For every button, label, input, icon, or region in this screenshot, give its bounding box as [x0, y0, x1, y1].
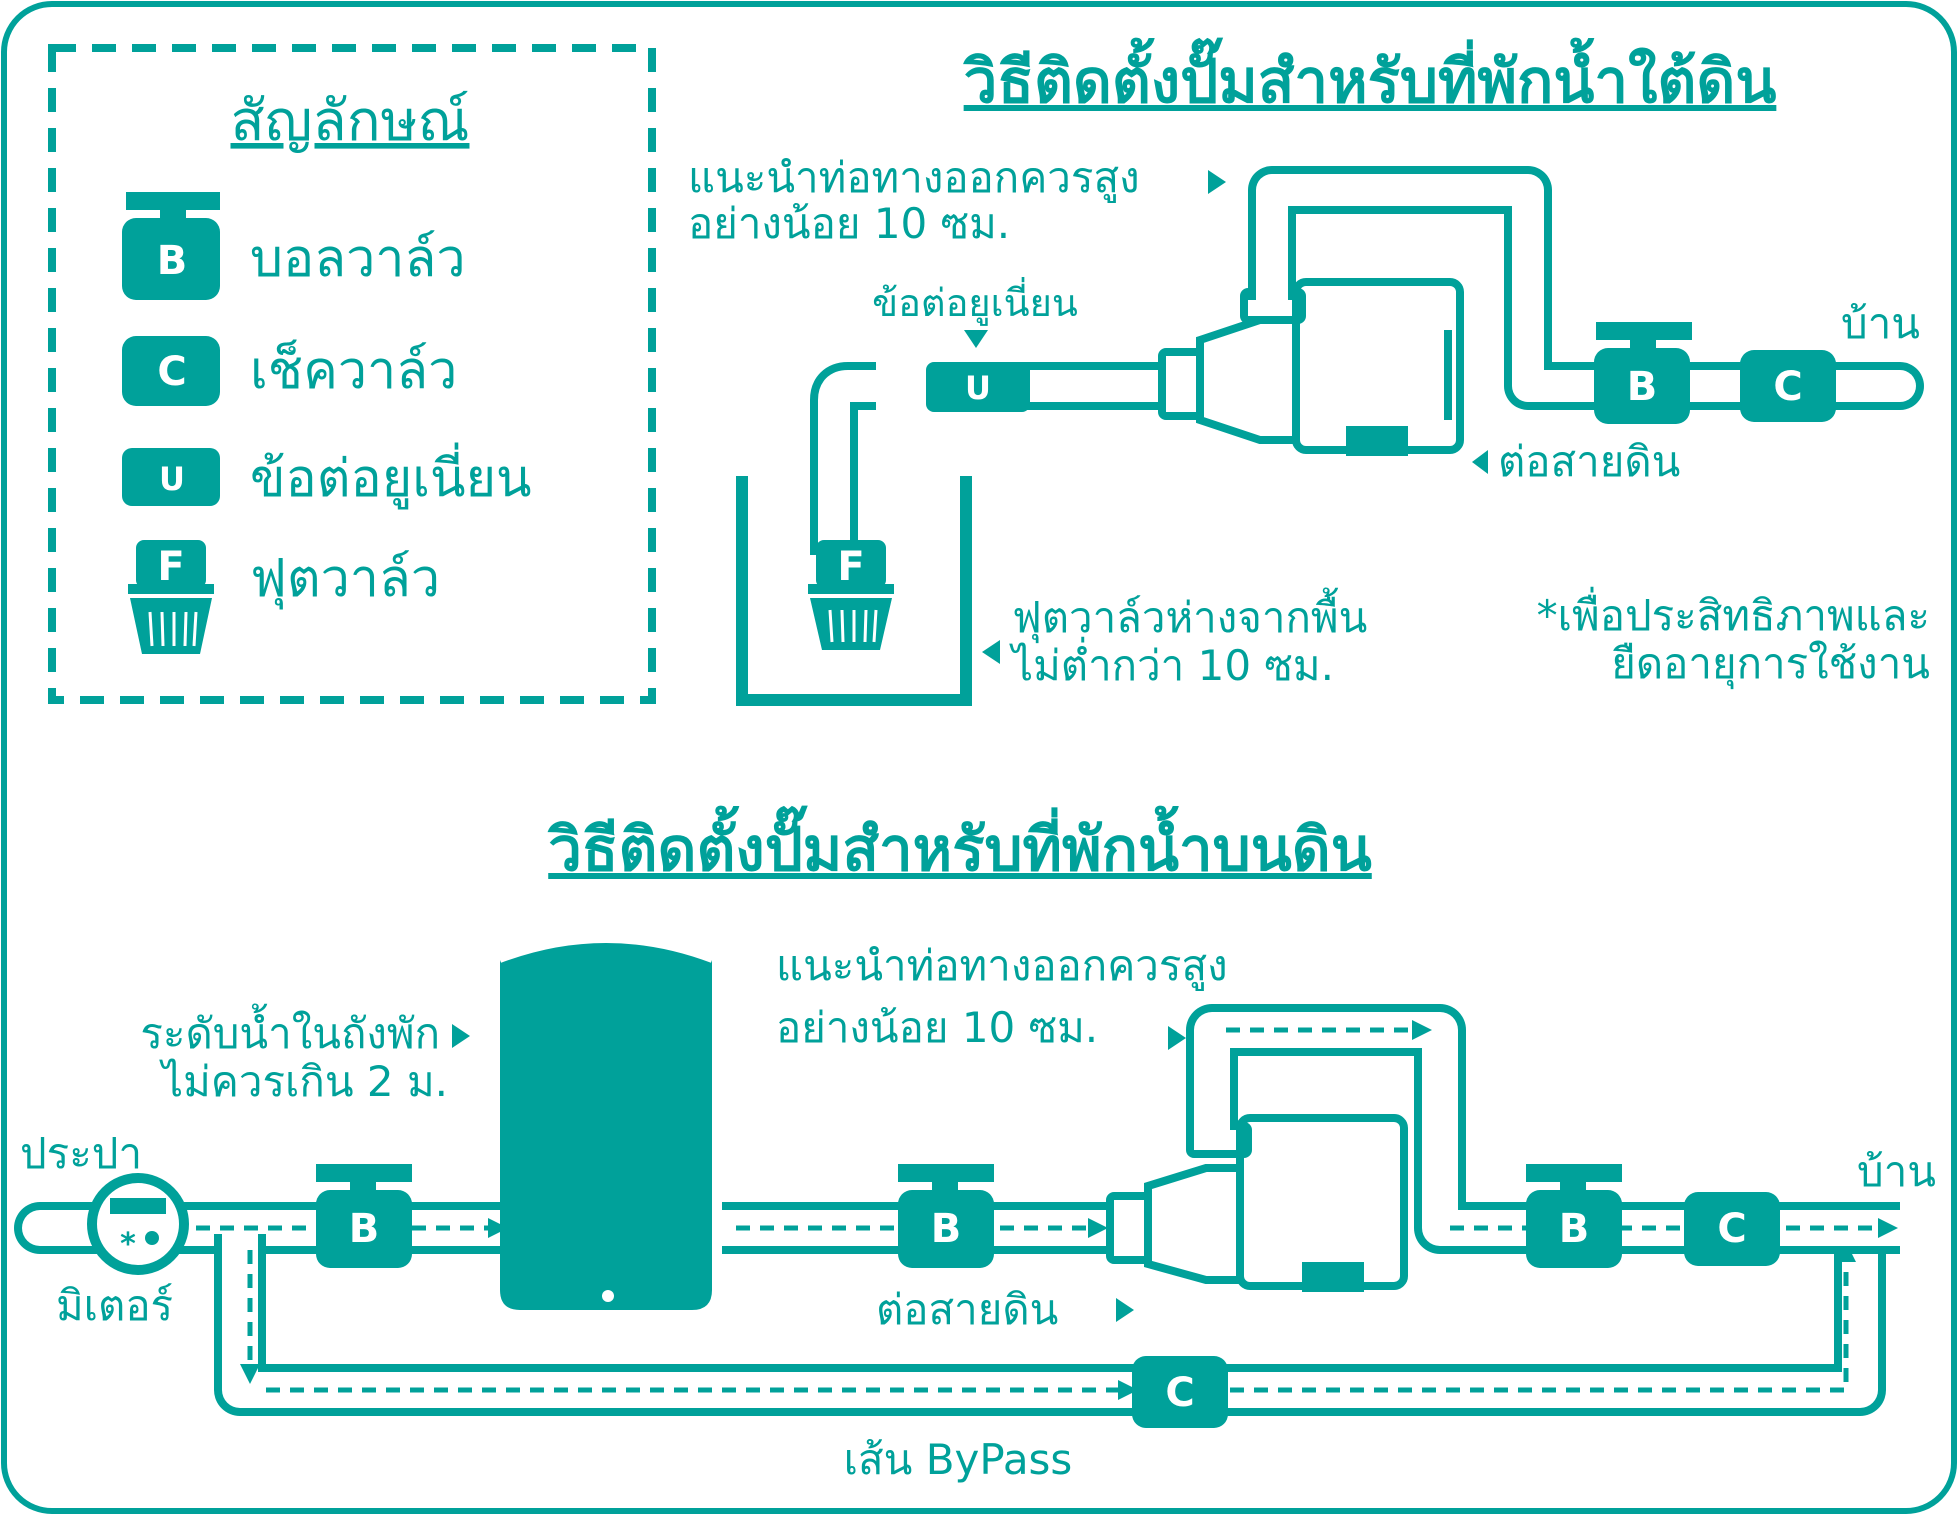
underground-sump	[736, 476, 972, 706]
legend-label-ball-valve: บอลวาล์ว	[250, 229, 466, 289]
aboveground-check-letter-2: C	[1165, 1370, 1194, 1416]
underground-check-letter: C	[1773, 364, 1802, 410]
union-label-arrow	[964, 330, 988, 348]
underground-title: วิธีติดตั้งปั๊มสำหรับที่พักน้ำใต้ดิน	[962, 37, 1776, 117]
legend-title: สัญลักษณ์	[231, 89, 470, 154]
underground-ball-letter: B	[1627, 364, 1658, 410]
water-meter: *	[87, 1173, 189, 1275]
aboveground-title: วิธีติดตั้งปั๊มสำหรับที่พักน้ำบนดิน	[547, 805, 1372, 885]
legend-label-union: ข้อต่อยูเนี่ยน	[250, 442, 532, 510]
tank-note-arrow	[452, 1024, 470, 1048]
aboveground-ball-letter-2: B	[931, 1206, 962, 1252]
aboveground-pump	[1106, 1114, 1408, 1292]
legend-letter-u: U	[159, 460, 185, 498]
aboveground-ball-letter-3: B	[1559, 1206, 1590, 1252]
underground-foot-letter: F	[837, 544, 864, 590]
outlet-note-arrow	[1208, 170, 1226, 194]
legend-label-check-valve: เช็ควาล์ว	[250, 340, 457, 401]
aboveground-check-valve-1: C	[1684, 1192, 1780, 1266]
aboveground-check-letter-1: C	[1717, 1206, 1746, 1252]
aboveground-outlet-arrow	[1168, 1026, 1186, 1050]
underground-pump	[1158, 278, 1464, 456]
aboveground-ground-label: ต่อสายดิน	[876, 1285, 1058, 1334]
tank-note-line2: ไม่ควรเกิน 2 ม.	[159, 1057, 448, 1106]
legend-letter-f: F	[157, 544, 184, 590]
tank-note-line1: ระดับน้ำในถังพัก	[140, 1003, 440, 1058]
underground-outlet-note-line2: อย่างน้อย 10 ซม.	[688, 199, 1010, 248]
legend-letter-b: B	[157, 238, 188, 284]
svg-text:*: *	[120, 1227, 136, 1262]
foot-note-arrow	[982, 640, 1000, 664]
aboveground-outlet-note-line2: อย่างน้อย 10 ซม.	[776, 1003, 1098, 1052]
underground-ball-valve: B	[1594, 322, 1692, 424]
ball-valve-icon: B	[122, 192, 220, 300]
legend-letter-c: C	[157, 349, 186, 395]
aboveground-check-valve-bypass: C	[1132, 1356, 1228, 1428]
underground-home-label: บ้าน	[1841, 299, 1920, 348]
underground-union-letter: U	[965, 369, 991, 407]
foot-note-line2: ไม่ต่ำกว่า 10 ซม.	[1009, 637, 1334, 690]
meter-label: มิเตอร์	[56, 1281, 173, 1330]
aboveground-ball-valve-2: B	[898, 1164, 994, 1268]
tap-label: ประปา	[20, 1129, 142, 1178]
foot-note-line1: ฟุตวาล์วห่างจากพื้น	[1012, 587, 1367, 644]
underground-foot-valve: F	[808, 540, 894, 650]
check-valve-icon: C	[122, 336, 220, 406]
aboveground-outlet-note-line1: แนะนำท่อทางออกควรสูง	[776, 941, 1228, 991]
aboveground-ball-valve-1: B	[316, 1164, 412, 1268]
aboveground-ball-letter-1: B	[349, 1206, 380, 1252]
foot-valve-icon: F	[128, 540, 214, 654]
union-label: ข้อต่อยูเนี่ยน	[872, 277, 1078, 326]
bypass-pipe	[222, 1234, 1878, 1408]
efficiency-note-line1: *เพื่อประสิทธิภาพและ	[1537, 587, 1930, 640]
bypass-label: เส้น ByPass	[844, 1435, 1073, 1484]
underground-union: U	[926, 362, 1030, 412]
underground-outlet-note-line1: แนะนำท่อทางออกควรสูง	[688, 153, 1140, 203]
efficiency-note-line2: ยืดอายุการใช้งาน	[1611, 639, 1930, 690]
underground-ground-label: ต่อสายดิน	[1498, 437, 1680, 486]
water-tank	[498, 937, 714, 1310]
legend-box: สัญลักษณ์ B บอลวาล์ว C เช็ควาล์ว U ข้อต่…	[48, 44, 656, 704]
ground-arrow-underground	[1472, 450, 1488, 474]
aboveground-home-label: บ้าน	[1857, 1147, 1936, 1196]
union-joint-icon: U	[122, 448, 220, 506]
legend-label-foot-valve: ฟุตวาล์ว	[250, 549, 440, 610]
ground-arrow-aboveground	[1116, 1298, 1134, 1322]
aboveground-ball-valve-3: B	[1526, 1164, 1622, 1268]
underground-check-valve: C	[1740, 350, 1836, 422]
